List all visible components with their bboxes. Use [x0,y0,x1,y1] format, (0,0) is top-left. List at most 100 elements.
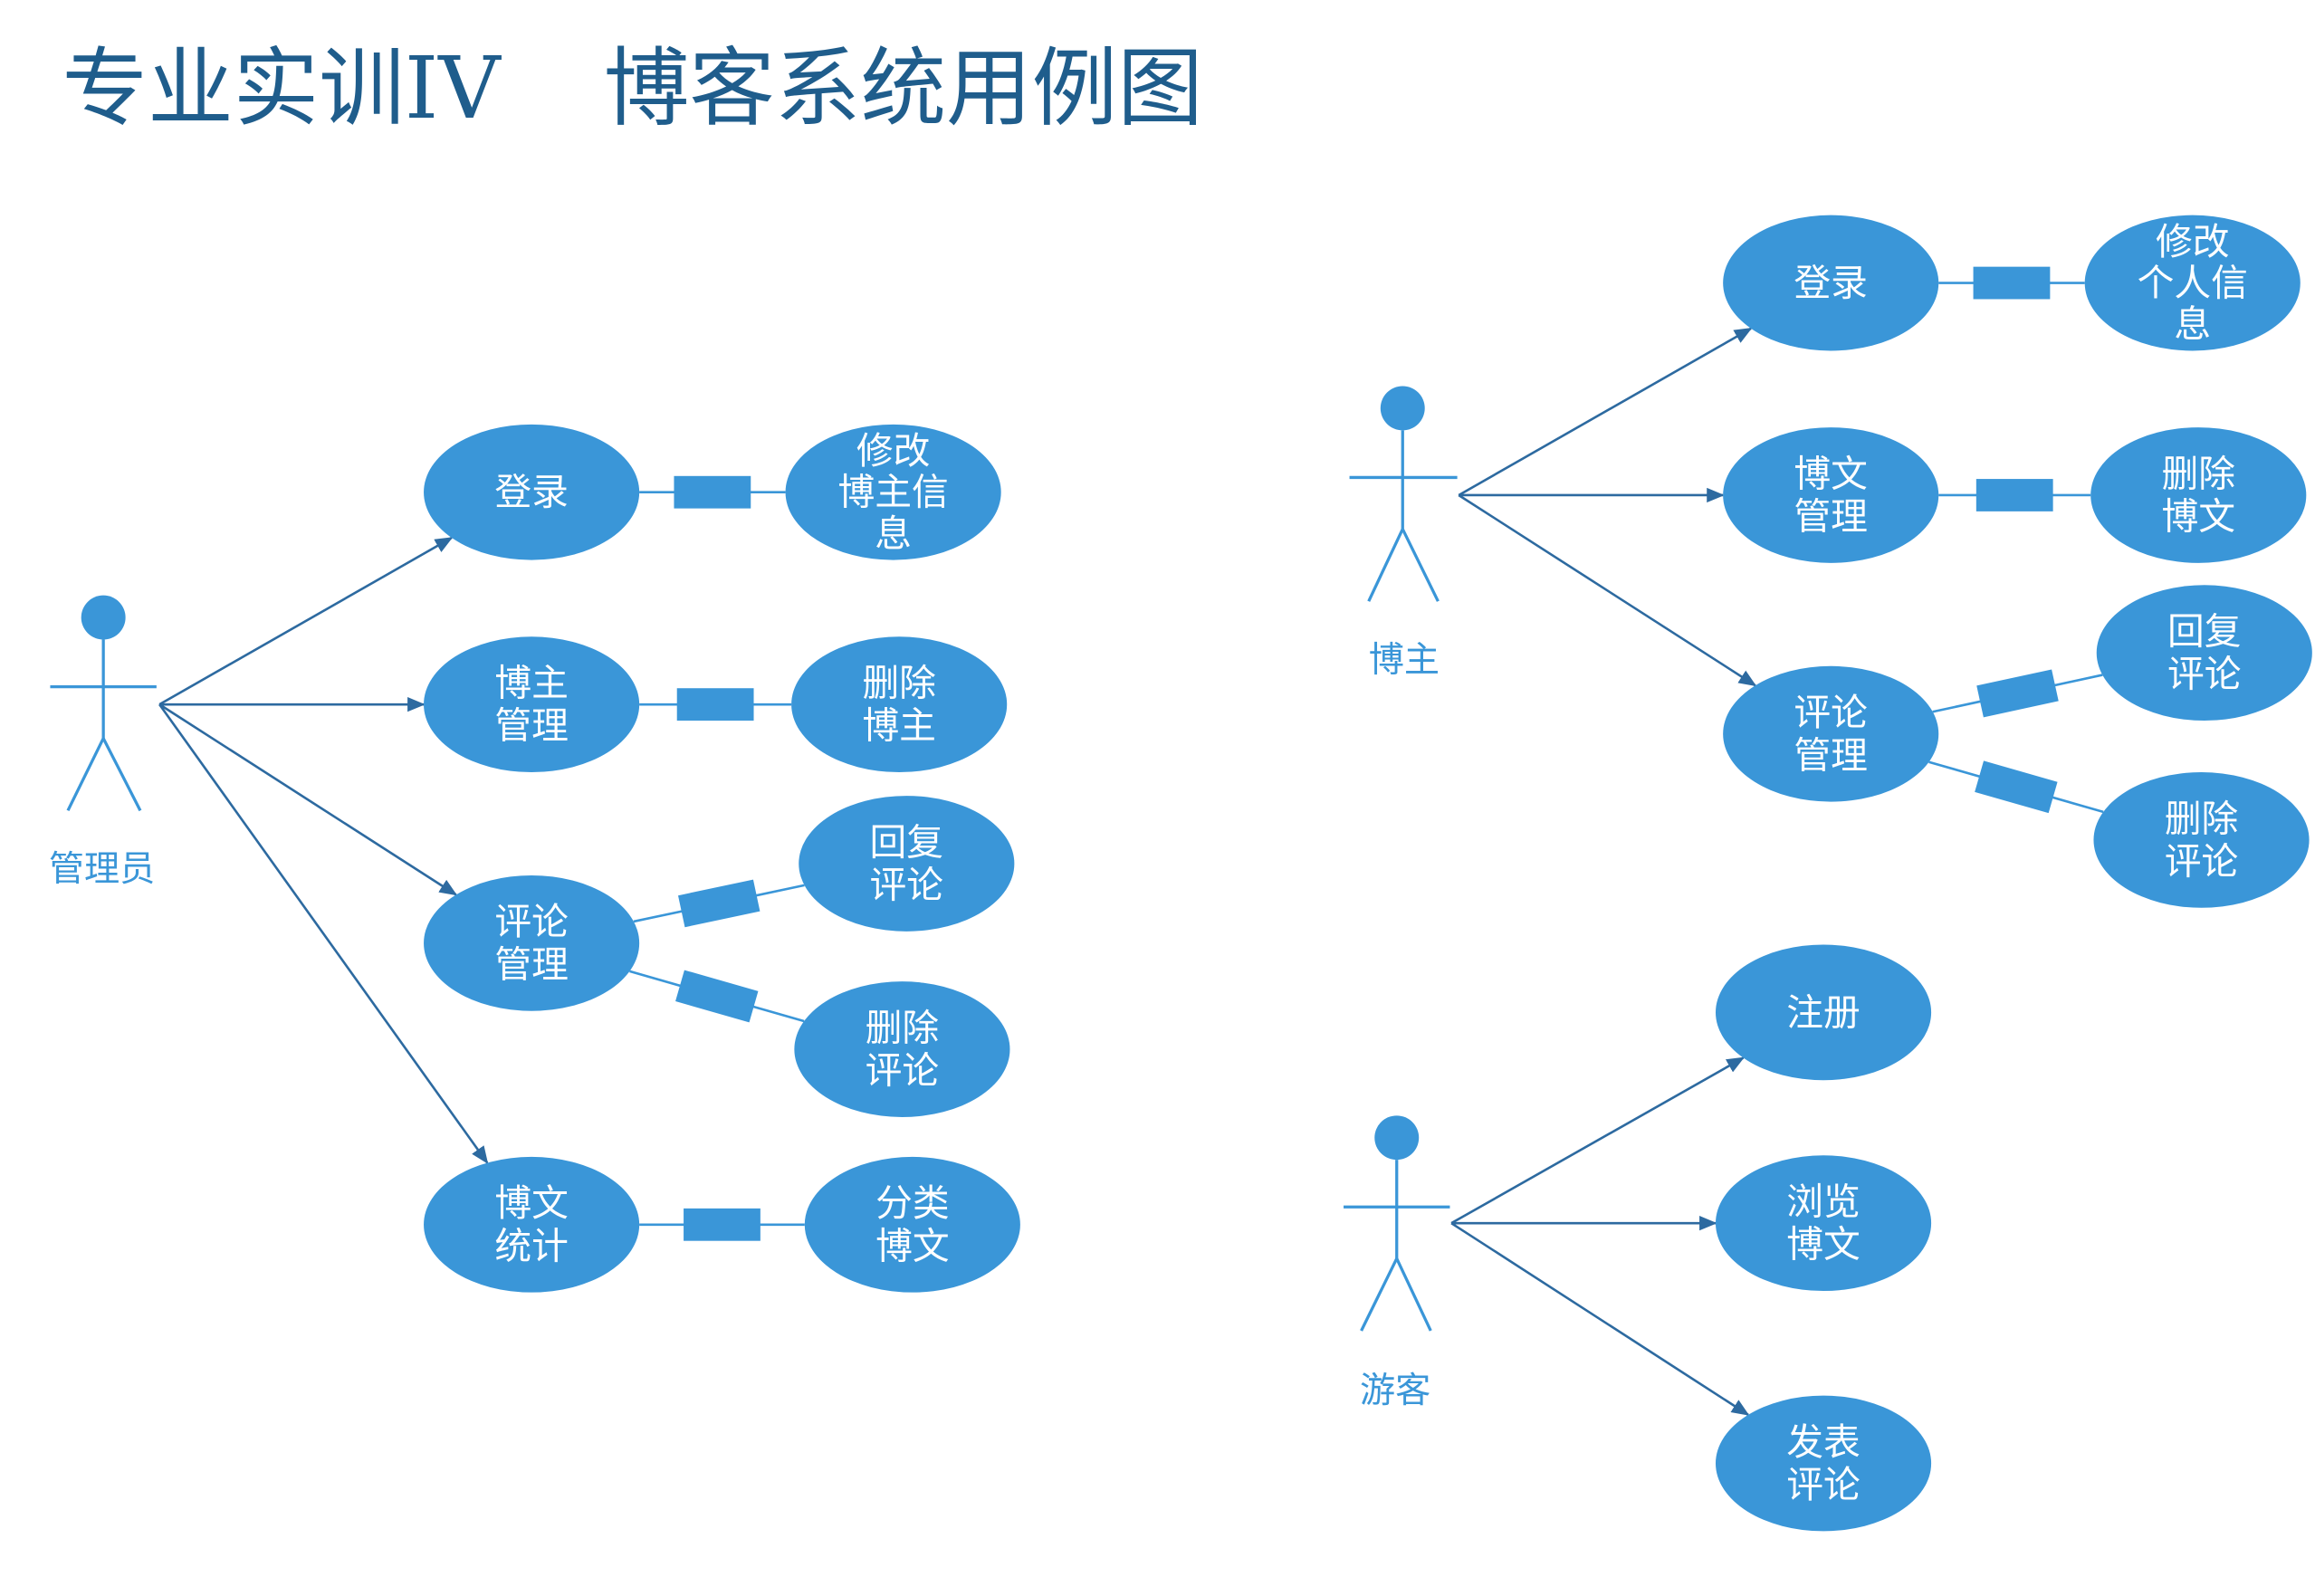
actor-left-leg [1367,528,1404,602]
use-case-ellipse[interactable] [1723,665,1939,802]
extension-link-admin-comment-manage-admin-reply-comment [633,879,805,928]
use-case-ellipse[interactable] [424,424,640,560]
use-case-label: 息 [875,511,912,555]
actor-right-leg [101,737,142,812]
use-case-label: 管理 [494,704,569,748]
use-case-label: 博文 [875,1224,950,1267]
use-case-label: 管理 [1794,495,1868,539]
use-case-label: 删除 [2165,797,2239,840]
association-arrow-admin-admin-comment-manage [158,703,458,896]
use-case-label: 分类 [875,1181,950,1225]
extension-connector-box [675,970,759,1023]
use-case-label: 发表 [1786,1420,1861,1464]
actor-head [81,595,126,640]
actor-label: 博主 [1369,640,1440,681]
use-case-blogger-login[interactable]: 登录 [1723,215,1939,351]
use-case-ellipse[interactable] [1715,1155,1932,1292]
use-case-label: 个人信 [2138,262,2248,305]
use-case-label: 评论 [866,1049,940,1093]
use-case-ellipse[interactable] [1715,944,1932,1081]
actor-head [1380,386,1425,431]
extension-connector-box [684,1208,761,1241]
use-case-ellipse[interactable] [794,981,1010,1117]
extension-link-admin-login-admin-edit-blogger-info [639,475,786,509]
use-case-label: 修改 [856,429,931,473]
use-case-label: 注册 [1786,990,1861,1034]
use-case-ellipse[interactable] [1723,215,1939,351]
use-case-label: 评论 [494,900,569,943]
use-case-ellipse[interactable] [424,636,640,773]
extension-connector-box [1973,266,2051,300]
extension-connector-box [1975,760,2058,814]
association-arrow-admin-admin-post-stats [158,703,489,1164]
use-case-label: 修改 [2156,220,2230,263]
actor-right-leg [1395,1257,1432,1332]
association-arrow-visitor-visitor-register [1450,1056,1745,1225]
use-case-label: 博文 [2161,495,2235,539]
actor-admin: 管理员 [49,595,157,890]
use-case-label: 登录 [1794,262,1868,305]
use-case-ellipse[interactable] [2084,215,2301,351]
use-case-ellipse[interactable] [791,636,1008,773]
association-arrow-blogger-blogger-login [1458,327,1753,497]
use-case-ellipse[interactable] [2093,772,2310,908]
extension-link-admin-post-stats-admin-categorize-post [639,1208,805,1241]
use-case-label: 管理 [494,942,569,986]
extension-connector-box [677,879,761,928]
actor-blogger: 博主 [1349,386,1458,681]
use-case-label: 删除 [866,1006,940,1049]
actor-head [1374,1115,1420,1161]
use-case-label: 登录 [494,471,569,514]
extension-link-blogger-comment-manage-blogger-reply-comment [1932,669,2103,718]
title-course: 专业实训IV [62,38,501,139]
use-case-ellipse[interactable] [1723,427,1939,563]
connector-layer [158,266,2104,1416]
use-case-ellipse[interactable] [804,1156,1020,1293]
use-case-label: 评论 [870,864,944,907]
use-case-admin-login[interactable]: 登录 [424,424,640,560]
use-case-ellipse[interactable] [785,424,1001,560]
use-case-ellipse[interactable] [1715,1395,1932,1532]
extension-link-admin-blogger-manage-admin-delete-blogger [639,688,792,722]
use-case-label: 博文 [1786,1223,1861,1266]
node-layer: 登录修改博主信息博主管理删除博主评论管理回复评论删除评论博文统计分类博文登录修改… [49,215,2312,1532]
use-case-label: 博主 [862,704,936,748]
use-case-label: 博文 [1794,452,1868,495]
actor-label: 游客 [1360,1371,1430,1411]
use-case-label: 回复 [2167,610,2242,654]
use-case-ellipse[interactable] [2096,585,2312,722]
use-case-label: 息 [2174,302,2211,346]
actor-visitor: 游客 [1344,1115,1450,1411]
use-case-label: 统计 [494,1224,569,1267]
association-arrow-blogger-blogger-comment-manage [1458,493,1757,687]
extension-link-admin-comment-manage-admin-delete-comment [629,970,805,1023]
use-case-ellipse[interactable] [799,796,1015,932]
extension-connector-box [674,475,751,509]
use-case-visitor-register[interactable]: 注册 [1715,944,1932,1081]
actor-left-leg [66,737,105,812]
association-arrow-admin-admin-login [158,536,454,706]
use-case-ellipse[interactable] [2090,427,2307,563]
use-case-ellipse[interactable] [424,874,640,1011]
title-diagram: 博客系统用例图 [603,38,1203,139]
actor-right-leg [1401,528,1440,602]
use-case-ellipse[interactable] [424,1156,640,1293]
actor-label: 管理员 [49,849,155,890]
